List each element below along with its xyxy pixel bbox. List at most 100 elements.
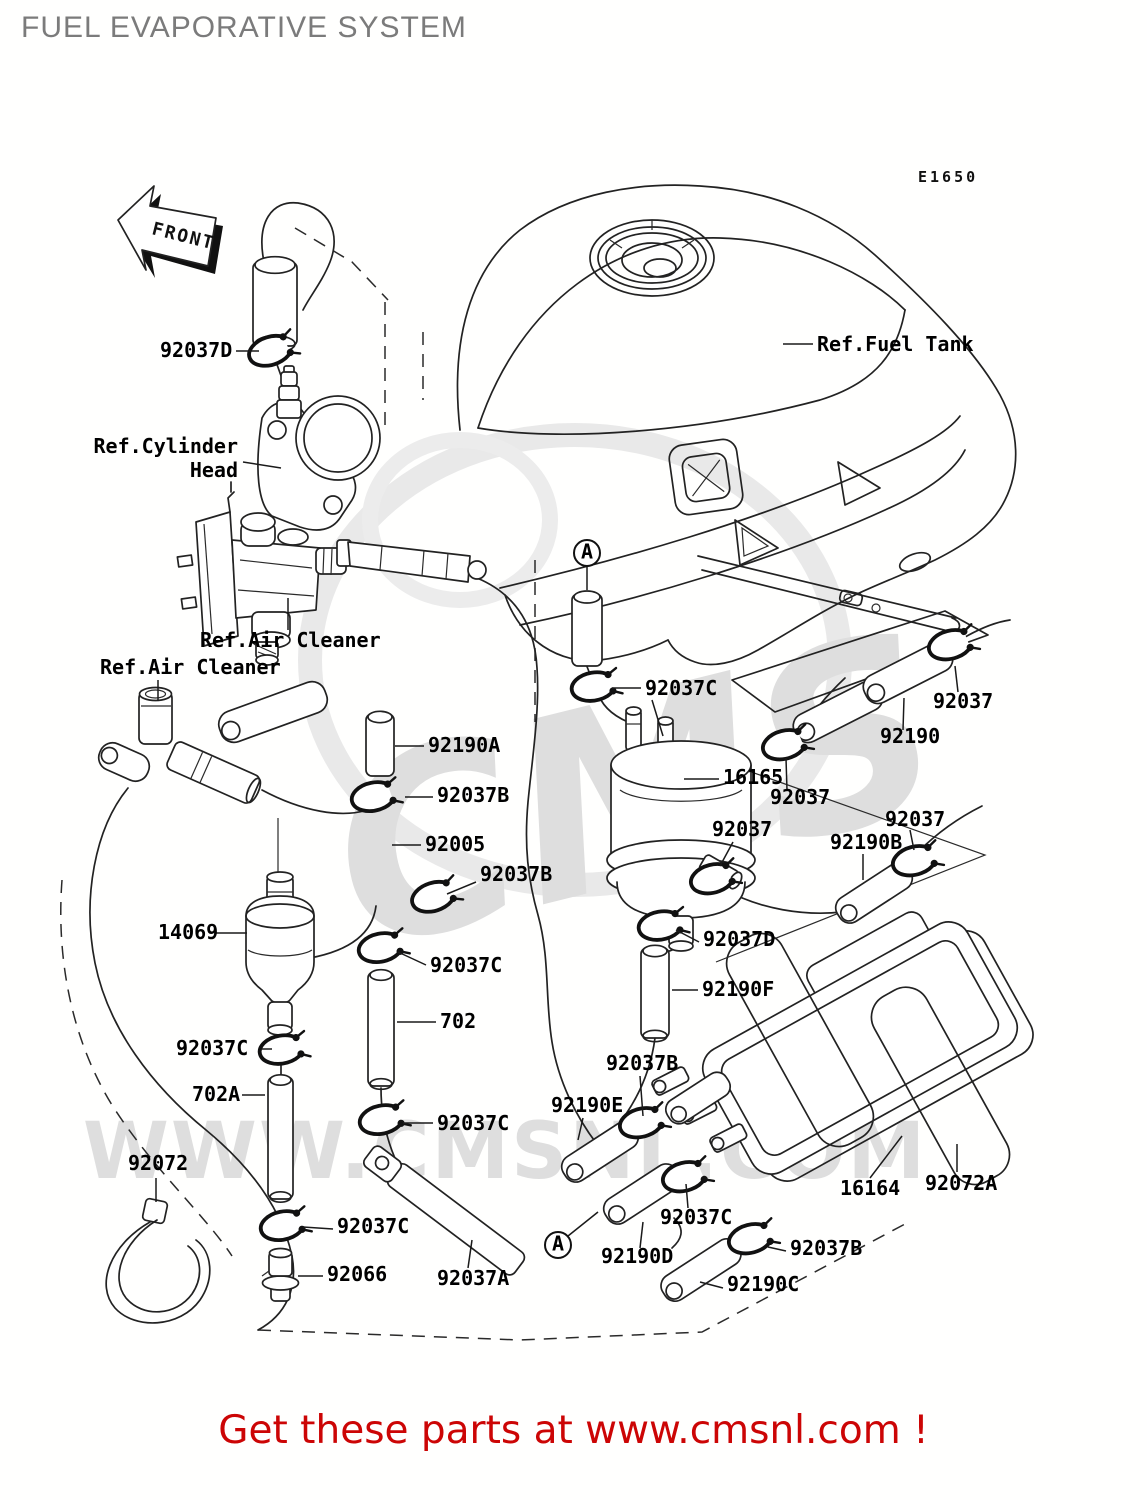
vent-tube-drawing (571, 590, 603, 667)
part-label-92037B-can[interactable]: 92037B (606, 1051, 678, 1075)
fuel-tank-drawing (456, 184, 1017, 963)
hose-clamp-icon (569, 666, 624, 703)
part-label-92037B-2[interactable]: 92037B (480, 862, 552, 886)
leader-line-92037C-can (685, 1183, 689, 1209)
leader-line-92037-mid (719, 841, 734, 867)
cable-tie-drawing (105, 1197, 211, 1324)
leader-line-ref-cylinder-head (242, 461, 282, 469)
footer-banner[interactable]: Get these parts at www.cmsnl.com ! (218, 1408, 929, 1453)
cylinder-head-drawing (257, 365, 381, 531)
part-label-92190E[interactable]: 92190E (551, 1093, 623, 1117)
hose-clamp-icon (410, 874, 465, 914)
ref-marker-letter: A (581, 540, 593, 564)
filter-14069-drawing (245, 818, 315, 1036)
part-label-16165[interactable]: 16165 (723, 765, 783, 789)
part-label-92037C-mid[interactable]: 92037C (437, 1111, 509, 1135)
part-label-92037D-mid[interactable]: 92037D (703, 927, 775, 951)
part-label-702[interactable]: 702 (440, 1009, 476, 1033)
hose-tubes-layer (217, 255, 954, 1302)
part-label-92190A[interactable]: 92190A (428, 733, 500, 757)
page-title: FUEL EVAPORATIVE SYSTEM (21, 11, 467, 44)
leader-line-92037C-filter (397, 951, 427, 966)
ref-marker-letter: A (552, 1232, 564, 1256)
part-label-92190C[interactable]: 92190C (727, 1272, 799, 1296)
part-label-92037D-top[interactable]: 92037D (160, 338, 232, 362)
leader-line-92037B-br (767, 1246, 787, 1252)
part-label-92072[interactable]: 92072 (128, 1151, 188, 1175)
hose-clamp-icon (689, 857, 744, 896)
part-label-92037B-br[interactable]: 92037B (790, 1236, 862, 1260)
leader-line-16164 (869, 1135, 903, 1179)
part-label-92190B[interactable]: 92190B (830, 830, 902, 854)
leader-line-92190 (902, 697, 905, 731)
part-label-92005[interactable]: 92005 (425, 832, 485, 856)
filler-cap (589, 219, 715, 297)
hose-clamp-icon (727, 1217, 782, 1256)
part-label-16164[interactable]: 16164 (840, 1176, 900, 1200)
leader-line-92037C-bl (302, 1226, 334, 1230)
strip-92037A-drawing (362, 1145, 526, 1276)
part-label-92037C-can[interactable]: 92037C (660, 1205, 732, 1229)
part-label-14069[interactable]: 14069 (158, 920, 218, 944)
part-label-92190F[interactable]: 92190F (702, 977, 774, 1001)
hose-tube-drawing (664, 1071, 732, 1125)
leader-line-92037D-mid (675, 929, 700, 943)
ref-marker-A-top: A (573, 539, 601, 567)
part-label-ref-fuel-tank[interactable]: Ref.Fuel Tank (817, 332, 974, 356)
leader-line-92190C (699, 1281, 724, 1289)
hose-clamps-layer (247, 328, 982, 1256)
hose-clamp-icon (257, 1029, 312, 1066)
leader-line-A-bottom (567, 1211, 599, 1237)
hose-clamp-icon (357, 1099, 412, 1136)
vent-tube-drawing (267, 1073, 294, 1204)
air-valve-drawing (176, 481, 487, 666)
part-label-92037-mid[interactable]: 92037 (712, 817, 772, 841)
leader-line-92037-rb (909, 829, 915, 851)
part-label-92037B-1[interactable]: 92037B (437, 783, 509, 807)
part-label-92066[interactable]: 92066 (327, 1262, 387, 1286)
vent-tube-drawing (640, 944, 670, 1043)
part-label-92037C-filter[interactable]: 92037C (430, 953, 502, 977)
leader-line-92037A (467, 1239, 473, 1269)
canister-16164-drawing (651, 911, 1034, 1186)
part-label-92037-rb[interactable]: 92037 (885, 807, 945, 831)
pump-16165-drawing (606, 706, 756, 952)
leader-line-92037C-top (651, 699, 664, 737)
part-label-ref-air-cleaner-valve[interactable]: Ref.Air Cleaner (200, 628, 381, 652)
part-label-702A[interactable]: 702A (192, 1082, 240, 1106)
vent-tube-drawing (365, 710, 395, 777)
part-label-92037-r1[interactable]: 92037 (770, 785, 830, 809)
hidden-dashed-lines (60, 227, 906, 1341)
leader-line-92190D (639, 1221, 644, 1249)
part-label-92037-tr[interactable]: 92037 (933, 689, 993, 713)
part-label-92190[interactable]: 92190 (880, 724, 940, 748)
part-label-92037C-left[interactable]: 92037C (176, 1036, 248, 1060)
hose-clamp-icon (356, 927, 411, 964)
hose-clamp-icon (761, 723, 816, 762)
front-arrow: FRONT (117, 185, 223, 278)
fitting-92066-drawing (261, 1247, 300, 1302)
part-label-92072A[interactable]: 92072A (925, 1171, 997, 1195)
part-label-92190D[interactable]: 92190D (601, 1244, 673, 1268)
hose-tube-drawing (217, 680, 329, 744)
diagram-code: E1650 (918, 168, 978, 186)
t-fitting-drawing (97, 686, 262, 804)
leader-line-92037-tr (954, 665, 959, 693)
part-label-92037C-top[interactable]: 92037C (645, 676, 717, 700)
leader-line-92037-r1 (785, 757, 788, 791)
leader-line-92190E (577, 1117, 584, 1141)
ref-marker-A-bottom: A (544, 1231, 572, 1259)
vent-tube-drawing (367, 968, 395, 1091)
part-label-92037A[interactable]: 92037A (437, 1266, 509, 1290)
hose-clamp-icon (258, 1205, 313, 1242)
hose-clamp-icon (927, 623, 982, 662)
part-label-92037C-bl[interactable]: 92037C (337, 1214, 409, 1238)
hose-clamp-icon (618, 1101, 673, 1140)
leader-line-92037B-2 (446, 881, 477, 895)
part-label-ref-air-cleaner-left[interactable]: Ref.Air Cleaner (100, 655, 281, 679)
hose-clamp-icon (247, 328, 302, 368)
